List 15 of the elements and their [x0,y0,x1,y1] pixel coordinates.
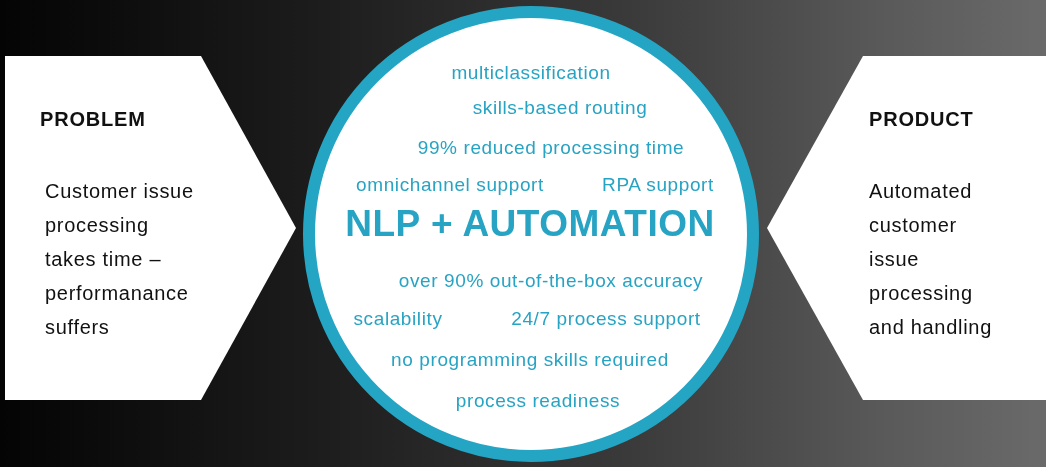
section-heading: PROBLEM [40,108,146,131]
circle-title: NLP + AUTOMATION [345,203,715,245]
feature-text: no programming skills required [391,349,669,371]
description-text: Automated customer issue processing and handling [869,179,993,340]
section-heading: PRODUCT [869,108,974,131]
description-text: Customer issue processing takes time – performanance suffers [45,179,195,340]
feature-text: omnichannel support [356,174,544,196]
feature-text: skills-based routing [472,97,648,119]
feature-text: scalability [353,308,443,330]
feature-text: process readiness [455,390,621,412]
feature-text: 99% reduced processing time [417,137,685,159]
feature-text: RPA support [602,174,714,196]
feature-text: multiclassification [451,62,611,84]
feature-text: 24/7 process support [511,308,701,330]
feature-text: over 90% out-of-the-box accuracy [398,270,704,292]
